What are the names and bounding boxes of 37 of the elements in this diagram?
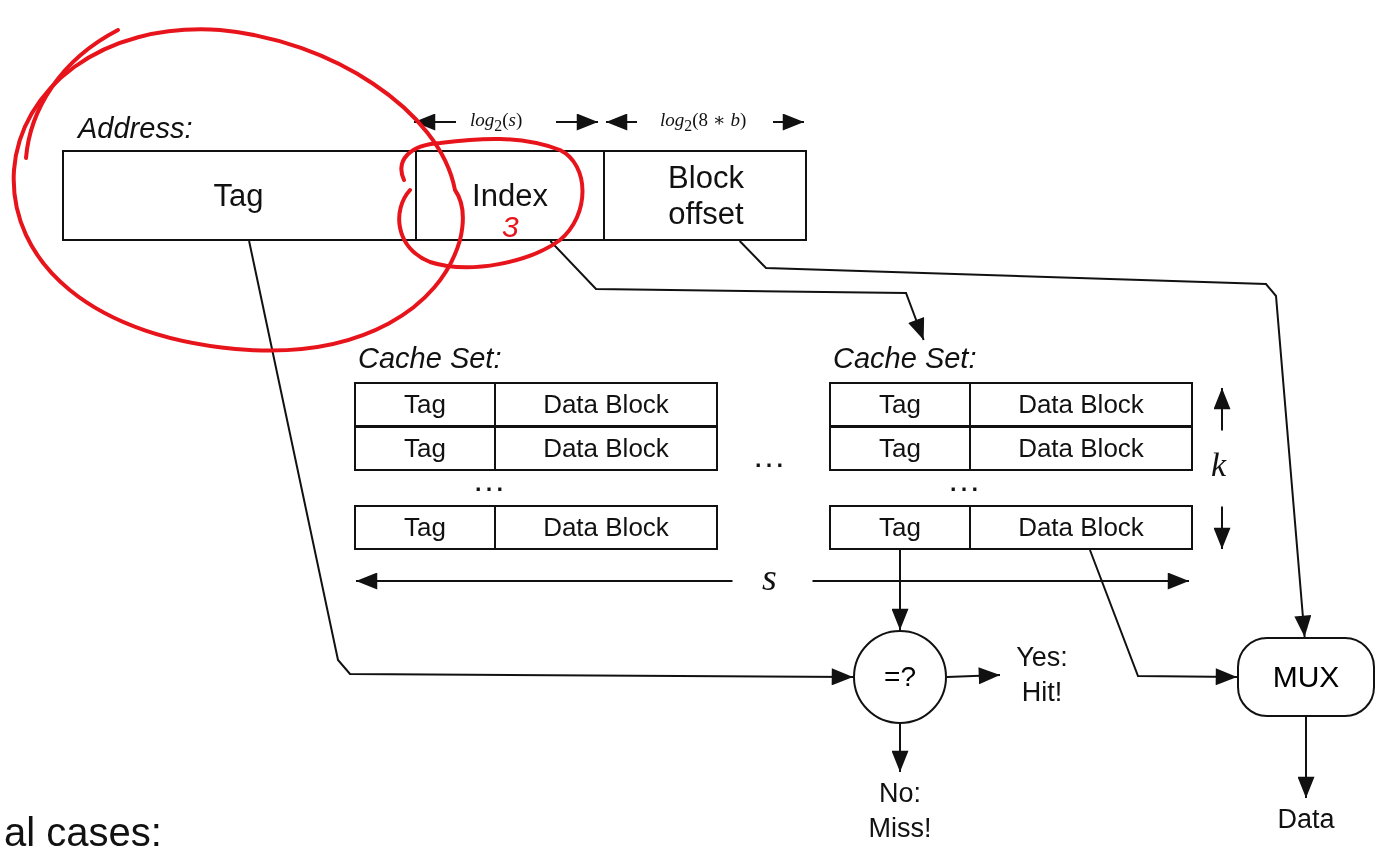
cut-off-text: al cases: [4, 812, 162, 850]
arrow [946, 667, 1001, 685]
cache-line-cell: Data Block [494, 382, 718, 427]
cache-line-cell: Tag [829, 382, 971, 427]
output-text: Data [1258, 798, 1354, 842]
cache-line-cell: Tag [354, 426, 496, 471]
arrow [891, 549, 909, 631]
mux-box: MUX [1237, 637, 1375, 717]
arrow [891, 723, 909, 773]
dimension-label: log$_{2}$(s) [470, 110, 523, 134]
arrow [549, 240, 925, 341]
address-field: Block offset [603, 150, 807, 241]
address-field: Tag [62, 150, 415, 241]
arrow [1297, 716, 1315, 799]
section-heading: Cache Set: [833, 344, 977, 373]
cache-line-cell: Data Block [494, 426, 718, 471]
cache-line-cell: Data Block [969, 505, 1193, 550]
dimension-label: s [762, 558, 777, 596]
arrow [738, 240, 1312, 638]
dimension-label: k [1211, 448, 1227, 482]
cache-line-cell: Tag [829, 426, 971, 471]
handwritten-digit: 3 [502, 212, 519, 242]
result-text: No: Miss! [855, 772, 945, 850]
cache-line-cell: Tag [354, 505, 496, 550]
arrow [1088, 549, 1238, 686]
dimension-label: log$_{2}$(8 ∗ b) [660, 110, 747, 134]
cache-line-cell: Tag [829, 505, 971, 550]
ellipsis: … [752, 438, 786, 472]
cache-line-cell: Tag [354, 382, 496, 427]
section-heading: Cache Set: [358, 344, 502, 373]
cache-line-cell: Data Block [969, 382, 1193, 427]
cache-line-cell: Data Block [494, 505, 718, 550]
result-text: Yes: Hit! [1000, 636, 1084, 714]
arrow [248, 240, 854, 686]
section-heading: Address: [78, 114, 193, 143]
cache-line-cell: Data Block [969, 426, 1193, 471]
comparator-circle: =? [853, 630, 947, 724]
